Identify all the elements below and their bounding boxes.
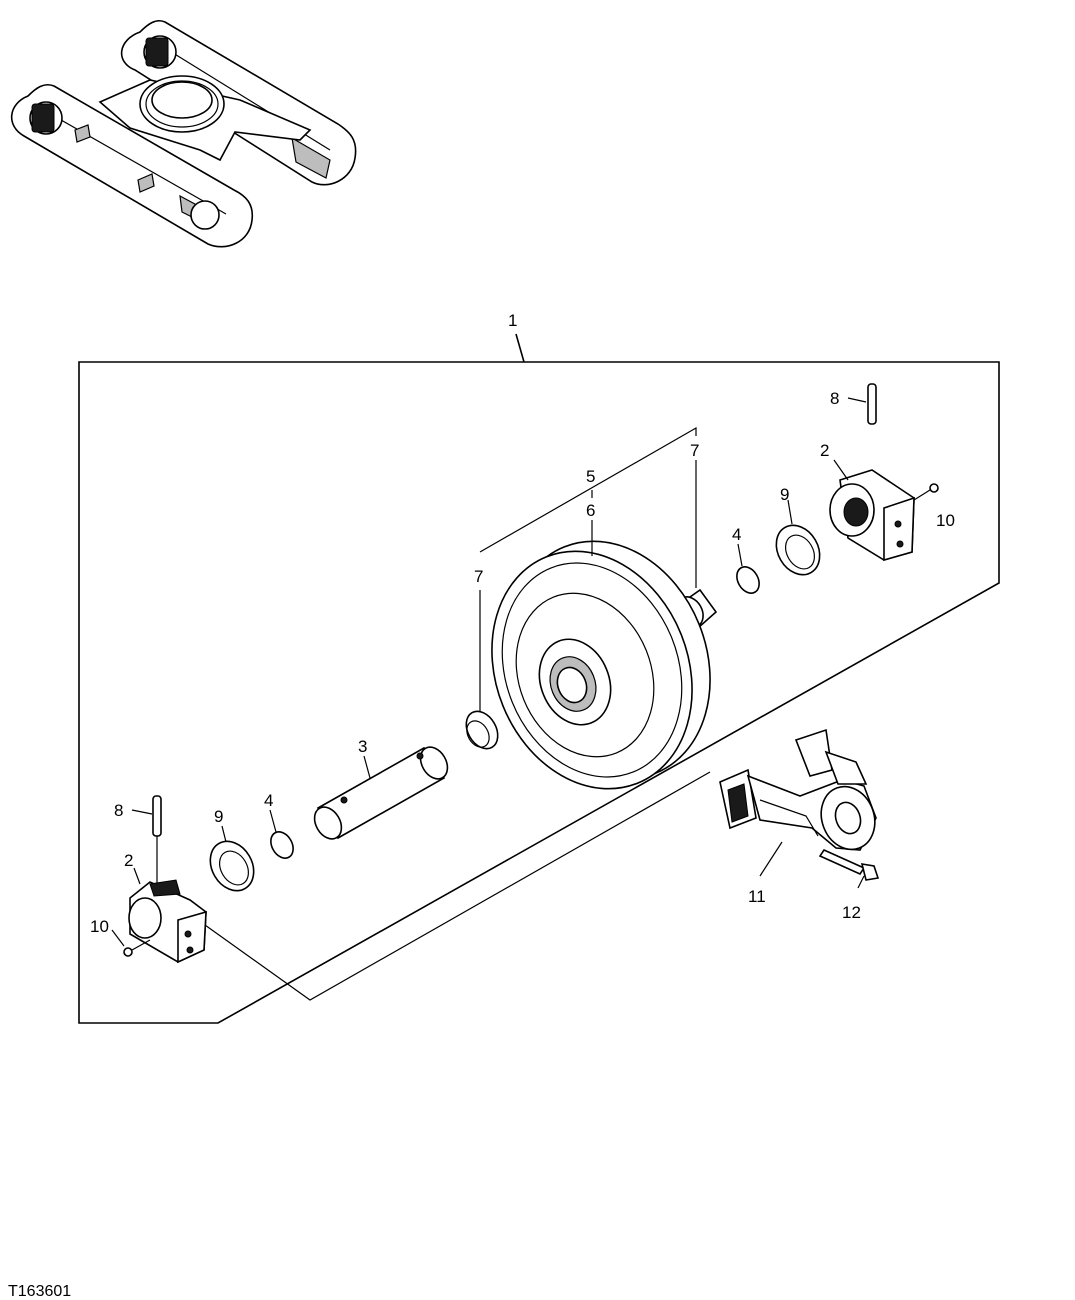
undercarriage-overview bbox=[10, 19, 357, 248]
screw-right bbox=[913, 483, 939, 501]
callout-3: 3 bbox=[358, 737, 367, 756]
bracket-11 bbox=[169, 771, 711, 1001]
housing-left bbox=[128, 867, 207, 964]
callout-7-left: 7 bbox=[474, 567, 483, 586]
callout-10-left: 10 bbox=[90, 917, 109, 936]
oring-right bbox=[736, 543, 760, 594]
callout-12: 12 bbox=[842, 903, 861, 922]
callout-9-right: 9 bbox=[780, 485, 789, 504]
callout-9-left: 9 bbox=[214, 807, 223, 826]
leader-1 bbox=[515, 333, 525, 363]
callout-6: 6 bbox=[586, 501, 595, 520]
pin-right bbox=[847, 383, 877, 425]
screw-left bbox=[111, 929, 151, 957]
oring-left bbox=[269, 809, 294, 859]
callout-1: 1 bbox=[508, 311, 517, 330]
callout-11: 11 bbox=[748, 887, 766, 906]
bolt bbox=[818, 848, 880, 889]
callout-8-left: 8 bbox=[114, 801, 123, 820]
seal-right bbox=[775, 499, 821, 576]
callout-4-right: 4 bbox=[732, 525, 741, 544]
callout-5: 5 bbox=[586, 467, 595, 486]
figure-id: T163601 bbox=[8, 1283, 71, 1300]
callout-4-left: 4 bbox=[264, 791, 273, 810]
callout-8-right: 8 bbox=[830, 389, 839, 408]
callout-10-right: 10 bbox=[936, 511, 955, 530]
callout-2-left: 2 bbox=[124, 851, 133, 870]
bracket-5-7 bbox=[479, 426, 697, 553]
callout-2-right: 2 bbox=[820, 441, 829, 460]
assembly-boundary bbox=[78, 361, 1000, 1024]
idler-bracket bbox=[719, 728, 877, 877]
seal-left bbox=[209, 825, 255, 892]
callout-7-right: 7 bbox=[690, 441, 699, 460]
shaft bbox=[313, 746, 449, 840]
idler-wheel bbox=[491, 520, 711, 790]
bushing-left bbox=[465, 590, 499, 750]
housing-right bbox=[829, 459, 915, 562]
